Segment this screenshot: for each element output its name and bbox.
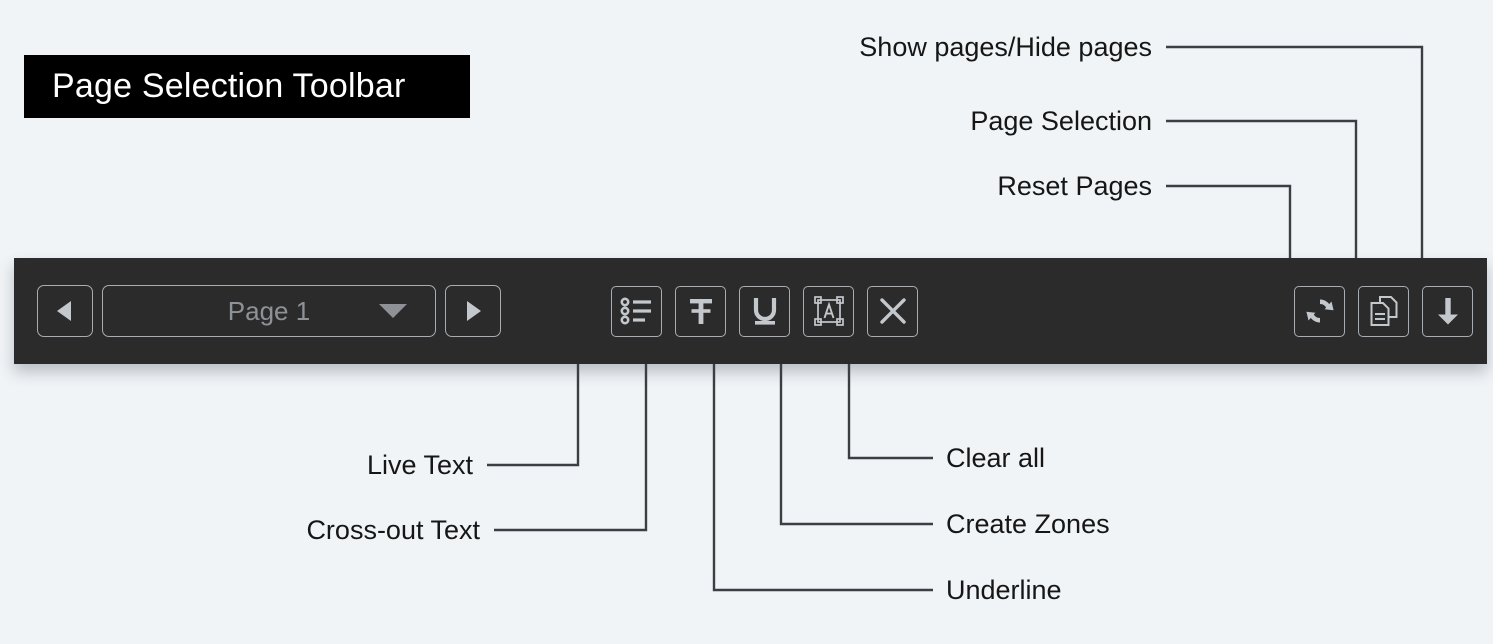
chevron-down-icon — [379, 304, 407, 318]
previous-page-button[interactable] — [37, 285, 93, 337]
show-hide-pages-button[interactable] — [1422, 285, 1473, 337]
live-text-button[interactable] — [611, 285, 662, 337]
page-title-badge: Page Selection Toolbar — [24, 55, 470, 118]
bulleted-list-icon — [619, 296, 654, 326]
page-title: Page Selection Toolbar — [52, 67, 406, 105]
leader-underline — [712, 364, 933, 592]
close-x-icon — [878, 296, 908, 326]
leader-page-selection — [1166, 119, 1358, 258]
strikethrough-t-icon — [685, 295, 717, 327]
triangle-right-icon — [462, 299, 484, 323]
underline-u-icon — [750, 295, 780, 327]
clear-all-button[interactable] — [867, 285, 918, 337]
refresh-sync-icon — [1304, 295, 1336, 327]
callout-clear-all: Clear all — [946, 443, 1046, 473]
page-selection-toolbar: Page 1 — [14, 258, 1487, 364]
leader-reset-pages — [1166, 184, 1292, 258]
page-select-dropdown[interactable]: Page 1 — [102, 285, 436, 337]
callout-create-zones: Create Zones — [946, 509, 1110, 539]
create-zones-button[interactable] — [803, 285, 854, 337]
callout-cross-out-text: Cross-out Text — [306, 515, 480, 545]
page-select-value: Page 1 — [227, 296, 311, 326]
callout-page-selection: Page Selection — [970, 106, 1152, 136]
leader-clear-all — [847, 364, 933, 460]
callout-show-hide-pages: Show pages/Hide pages — [859, 32, 1152, 62]
cross-out-text-button[interactable] — [675, 285, 726, 337]
leader-create-zones — [779, 364, 933, 526]
reset-pages-button[interactable] — [1294, 285, 1345, 337]
leader-cross-out-text — [494, 364, 648, 532]
triangle-left-icon — [54, 299, 76, 323]
right-tools-group — [1294, 285, 1473, 337]
next-page-button[interactable] — [445, 285, 501, 337]
text-zone-box-icon — [813, 295, 845, 327]
tools-group — [611, 285, 918, 337]
page-selection-button[interactable] — [1358, 285, 1409, 337]
callout-reset-pages: Reset Pages — [997, 171, 1152, 201]
underline-button[interactable] — [739, 285, 790, 337]
callout-underline: Underline — [946, 575, 1062, 605]
leader-show-hide-pages — [1166, 45, 1424, 258]
leader-live-text — [487, 364, 580, 467]
arrow-down-icon — [1433, 295, 1463, 327]
pager-group: Page 1 — [37, 285, 501, 337]
callout-live-text: Live Text — [366, 450, 473, 480]
documents-icon — [1368, 295, 1400, 327]
